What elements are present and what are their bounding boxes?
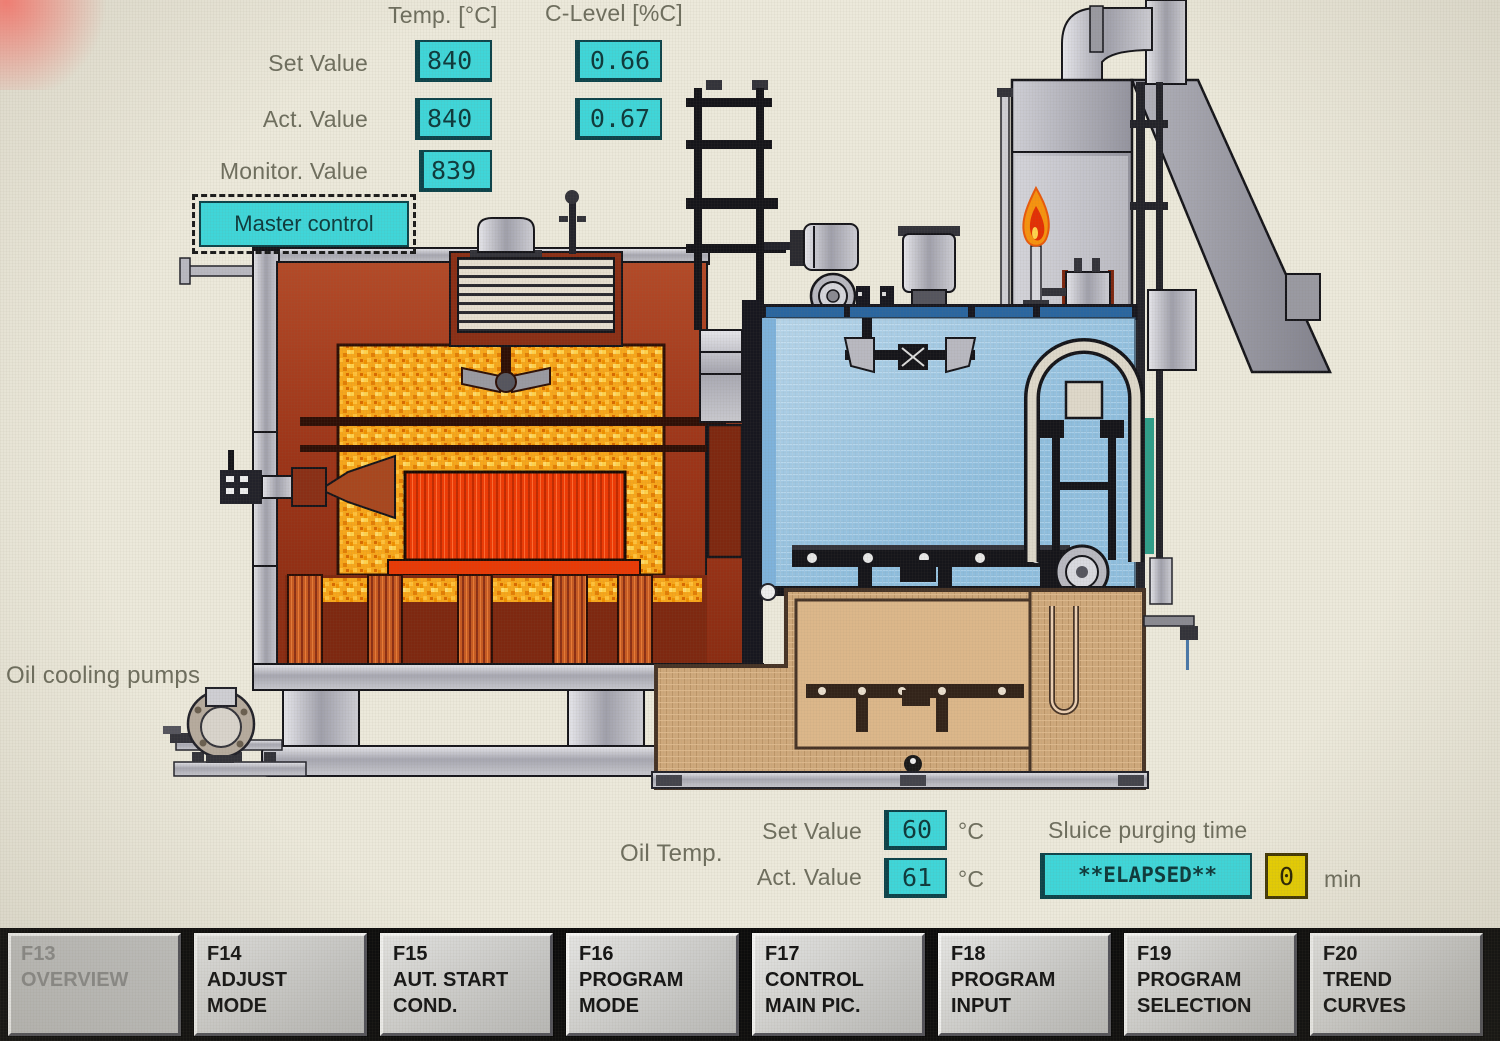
temp-act-value-field: 840 (415, 98, 492, 140)
chamber-conveyor (792, 545, 1070, 597)
oil-cooling-pumps-label: Oil cooling pumps (6, 662, 201, 689)
fan-motor-dome (477, 217, 535, 253)
quench-oil-tank (651, 588, 1198, 790)
oil-set-value-field[interactable]: 60 (884, 810, 947, 850)
fkey-f20-trend-curves[interactable]: F20 TREND CURVES (1310, 933, 1483, 1036)
sluice-unit-label: min (1324, 866, 1362, 892)
intermediate-door (706, 423, 744, 559)
heat-exchanger-fins (457, 257, 615, 333)
side-burner (220, 450, 396, 520)
hardening-furnace (179, 190, 764, 777)
set-value-label: Set Value (268, 50, 368, 76)
door-lift-gantry (686, 80, 786, 682)
fkey-f18-program-input[interactable]: F18 PROGRAM INPUT (938, 933, 1111, 1036)
fkey-f19-program-selection[interactable]: F19 PROGRAM SELECTION (1124, 933, 1297, 1036)
fkey-f16-program-mode[interactable]: F16 PROGRAM MODE (566, 933, 739, 1036)
elevator-frame (1024, 338, 1144, 562)
hoist-sheave (1040, 544, 1110, 600)
sluice-purging-label: Sluice purging time (1048, 817, 1248, 843)
oil-cooling-pump (163, 687, 307, 777)
sluice-minutes-field: 0 (1265, 853, 1308, 899)
oil-act-unit: °C (958, 866, 985, 892)
exhaust-hood (997, 0, 1332, 374)
oil-set-unit: °C (958, 818, 985, 844)
work-load (403, 470, 627, 562)
chimney-elbow-pipe (1061, 7, 1153, 87)
fkey-f14-adjust-mode[interactable]: F14 ADJUST MODE (194, 933, 367, 1036)
master-control-selection: Master control (192, 194, 416, 254)
temp-set-value-field[interactable]: 840 (415, 40, 492, 82)
master-control-button[interactable]: Master control (199, 201, 409, 247)
clevel-act-value-field: 0.67 (575, 98, 662, 140)
sensor-pole (1000, 94, 1010, 306)
oil-temp-label: Oil Temp. (620, 840, 723, 867)
oil-act-value-label: Act. Value (756, 864, 862, 890)
fkey-f13-overview[interactable]: F13 OVERVIEW (8, 933, 181, 1036)
oil-act-value-field: 61 (884, 858, 947, 898)
clevel-set-value-field[interactable]: 0.66 (575, 40, 662, 82)
flame-icon (1022, 185, 1050, 310)
fkey-f17-control-main-pic[interactable]: F17 CONTROL MAIN PIC. (752, 933, 925, 1036)
door-drive-motor (764, 223, 859, 271)
sluice-status-display: **ELAPSED** (1040, 853, 1252, 899)
temp-monitor-value-field: 839 (419, 150, 492, 192)
monitor-value-label: Monitor. Value (219, 158, 368, 184)
temp-column-header: Temp. [°C] (388, 2, 498, 28)
quench-chamber (759, 304, 1144, 601)
act-value-label: Act. Value (262, 106, 368, 132)
oil-agitator (843, 318, 977, 374)
oil-set-value-label: Set Value (762, 818, 862, 844)
clevel-column-header: C-Level [%C] (545, 0, 683, 26)
function-key-bar: F13 OVERVIEW F14 ADJUST MODE F15 AUT. ST… (0, 928, 1500, 1041)
fkey-f15-aut-start-cond[interactable]: F15 AUT. START COND. (380, 933, 553, 1036)
